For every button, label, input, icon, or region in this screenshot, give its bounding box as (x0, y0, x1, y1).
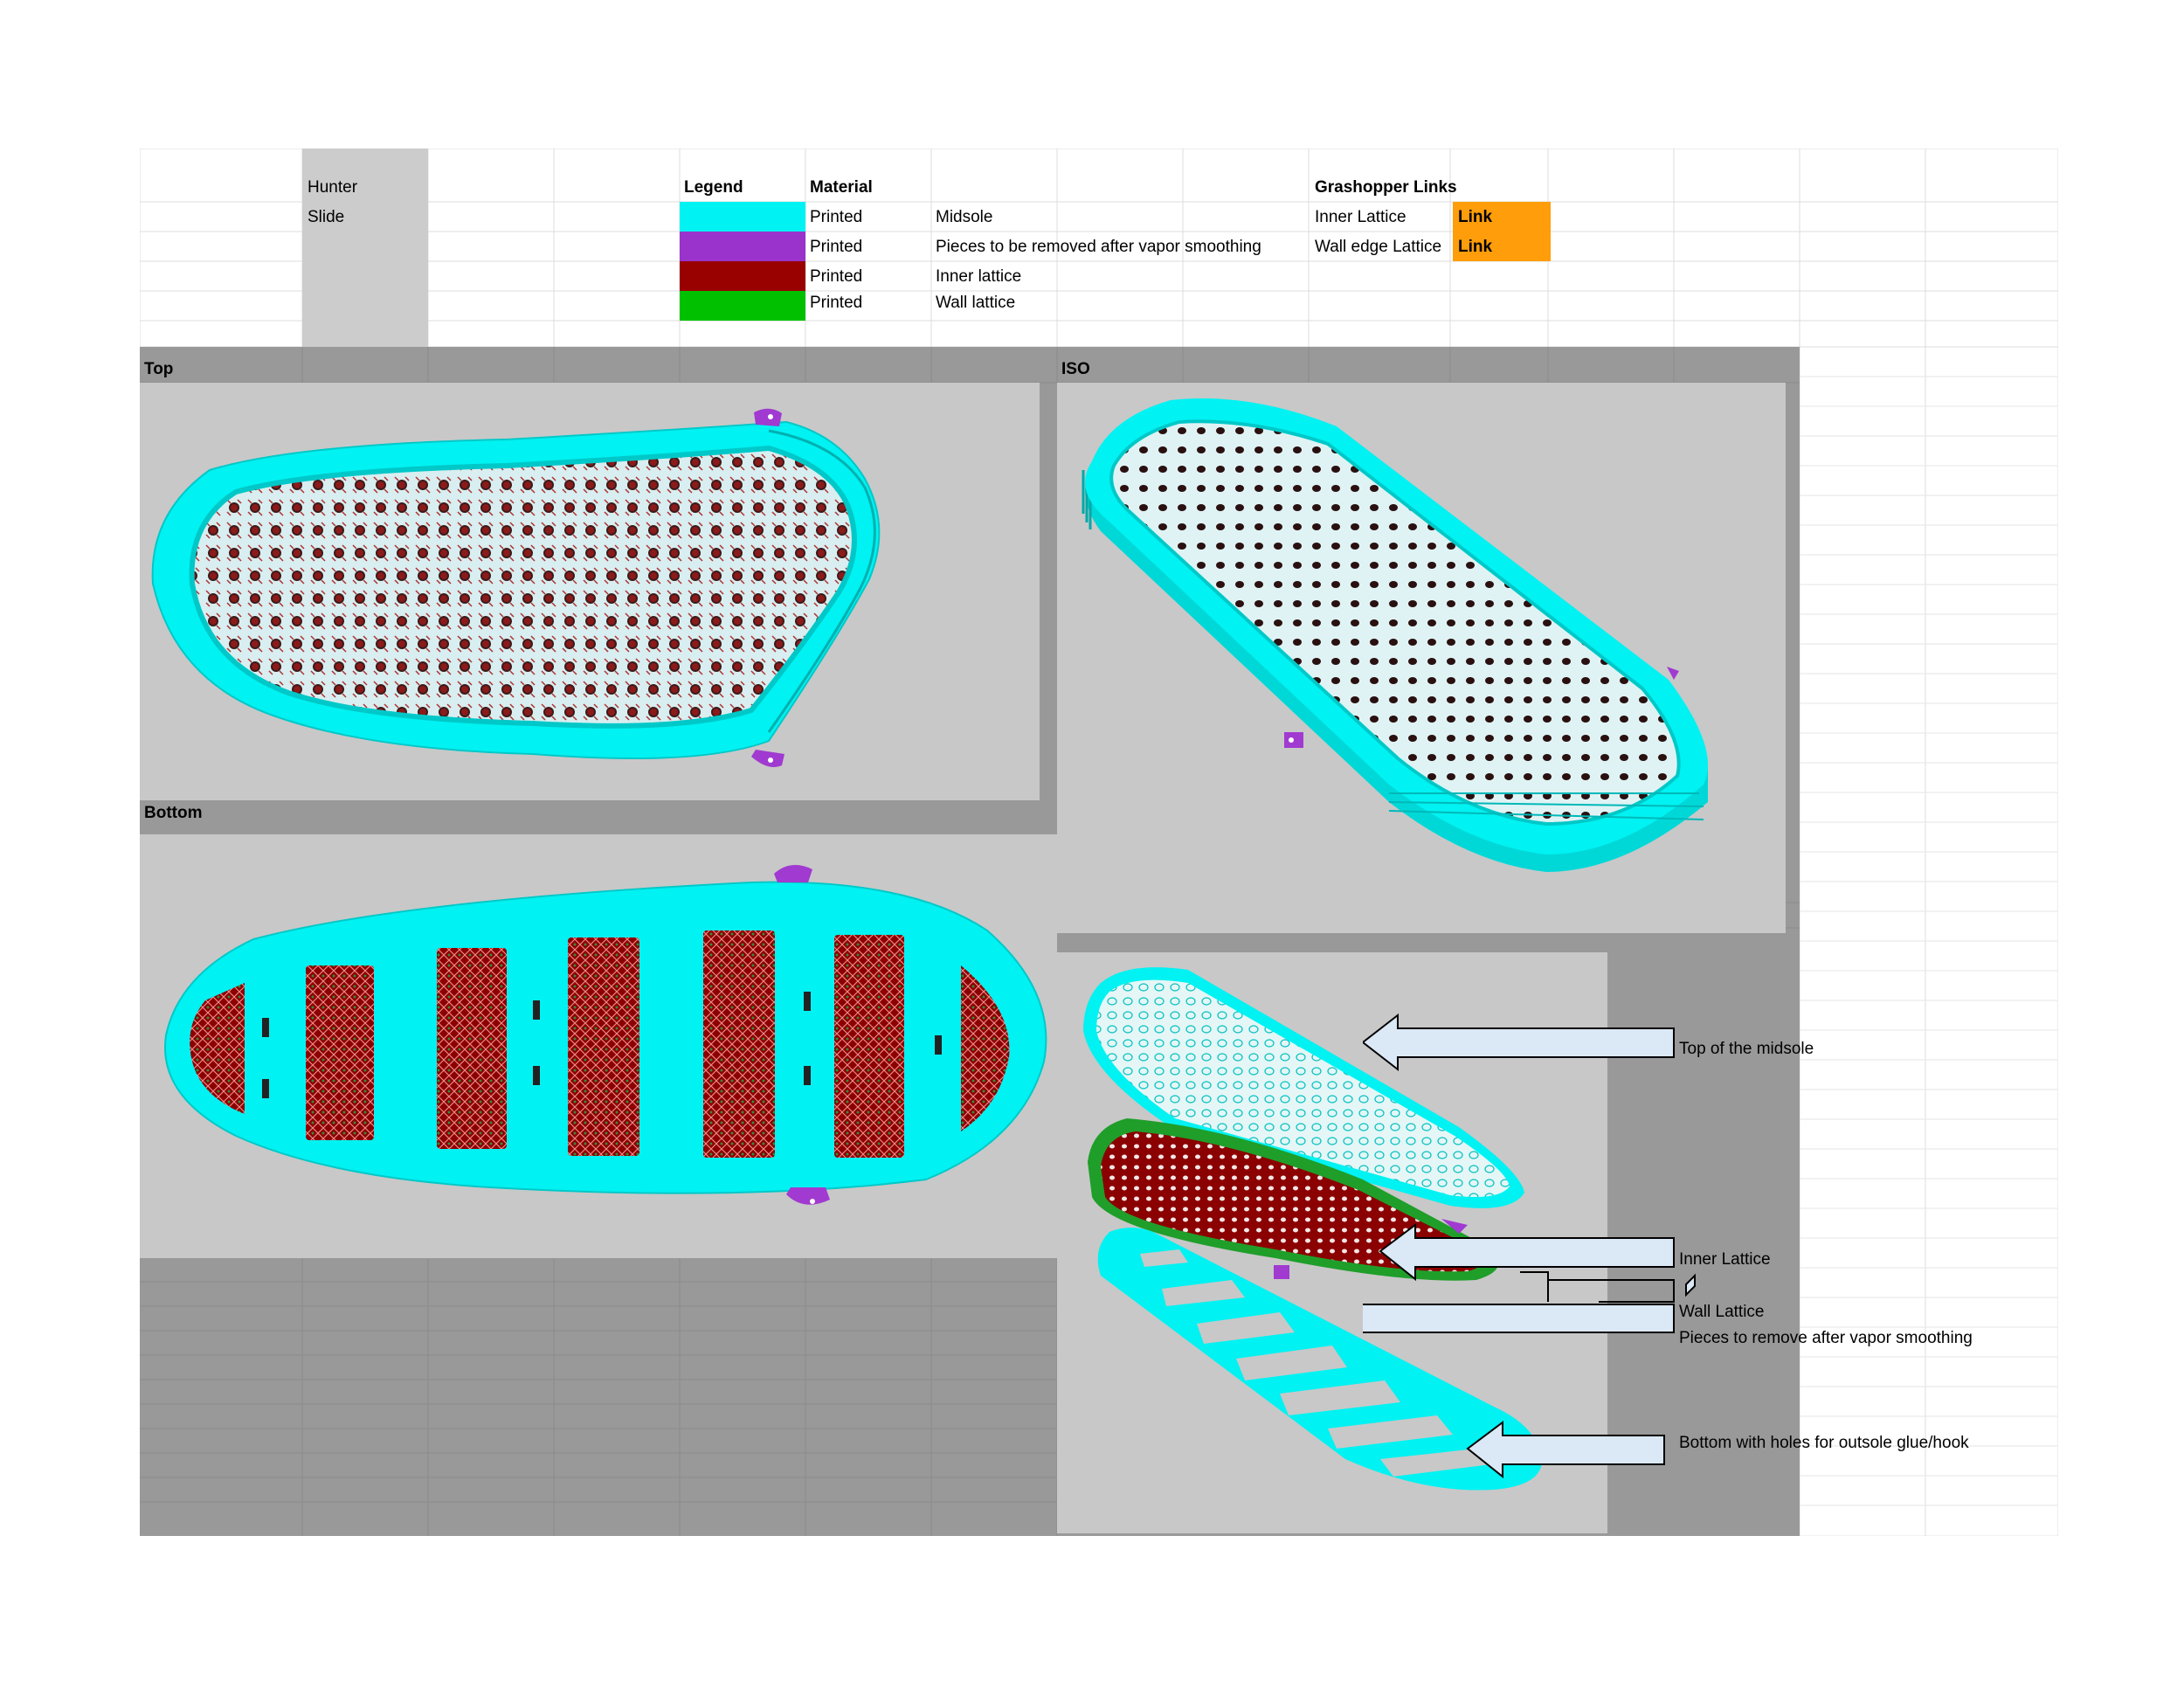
legend-heading: Legend (684, 178, 743, 197)
links-heading: Grashopper Links (1315, 178, 1457, 197)
legend-material: Printed (810, 294, 863, 312)
link-label: Link (1458, 238, 1493, 256)
legend-swatch-inner-lattice (680, 261, 805, 291)
iso-view-render (1082, 398, 1708, 872)
view-label-iso: ISO (1061, 360, 1090, 378)
material-heading: Material (810, 178, 873, 197)
link-name-inner-lattice: Inner Lattice (1315, 208, 1406, 226)
legend-material: Printed (810, 208, 863, 226)
callout-inner-lattice: Inner Lattice (1679, 1250, 1771, 1269)
callout-arrows (1363, 1013, 1696, 1479)
legend-swatch-midsole (680, 202, 805, 232)
arrow-top-midsole (1363, 1013, 1675, 1072)
link-label: Link (1458, 208, 1493, 226)
callout-wall-lattice: Wall Lattice (1679, 1303, 1765, 1321)
legend-material: Printed (810, 238, 863, 256)
legend-description: Inner lattice (936, 267, 1022, 286)
exploded-view-render (1083, 967, 1543, 1491)
top-view-panel (140, 383, 1040, 800)
product-name: Slide (308, 208, 345, 226)
link-button-wall-edge-lattice[interactable]: Link (1453, 232, 1551, 261)
legend-description: Wall lattice (936, 294, 1016, 312)
spreadsheet: Hunter Slide Legend Material Printed Pri… (140, 149, 2058, 1536)
view-label-top: Top (144, 360, 174, 378)
callout-bottom-holes: Bottom with holes for outsole glue/hook (1679, 1434, 1969, 1452)
arrow-bottom (1466, 1421, 1665, 1479)
arrow-inner-lattice (1379, 1223, 1675, 1282)
callout-top-midsole: Top of the midsole (1679, 1040, 1814, 1058)
bottom-view-panel (140, 834, 1057, 1258)
project-name: Hunter (308, 178, 358, 197)
header-gray-column (302, 149, 428, 347)
view-label-bottom: Bottom (144, 804, 203, 822)
link-button-inner-lattice[interactable]: Link (1453, 202, 1551, 232)
top-view-render (151, 408, 881, 768)
legend-material: Printed (810, 267, 863, 286)
callout-removable-pieces: Pieces to remove after vapor smoothing (1679, 1329, 1973, 1347)
iso-view-panel (1057, 383, 1786, 933)
legend-description: Midsole (936, 208, 993, 226)
arrow-removable (1363, 1304, 1675, 1333)
legend-description: Pieces to be removed after vapor smoothi… (936, 238, 1261, 256)
link-name-wall-edge-lattice: Wall edge Lattice (1315, 238, 1442, 256)
legend-swatch-wall-lattice (680, 291, 805, 321)
legend-swatch-removable (680, 232, 805, 261)
bottom-view-render (164, 865, 1047, 1205)
arrow-wall-lattice (1685, 1273, 1696, 1297)
